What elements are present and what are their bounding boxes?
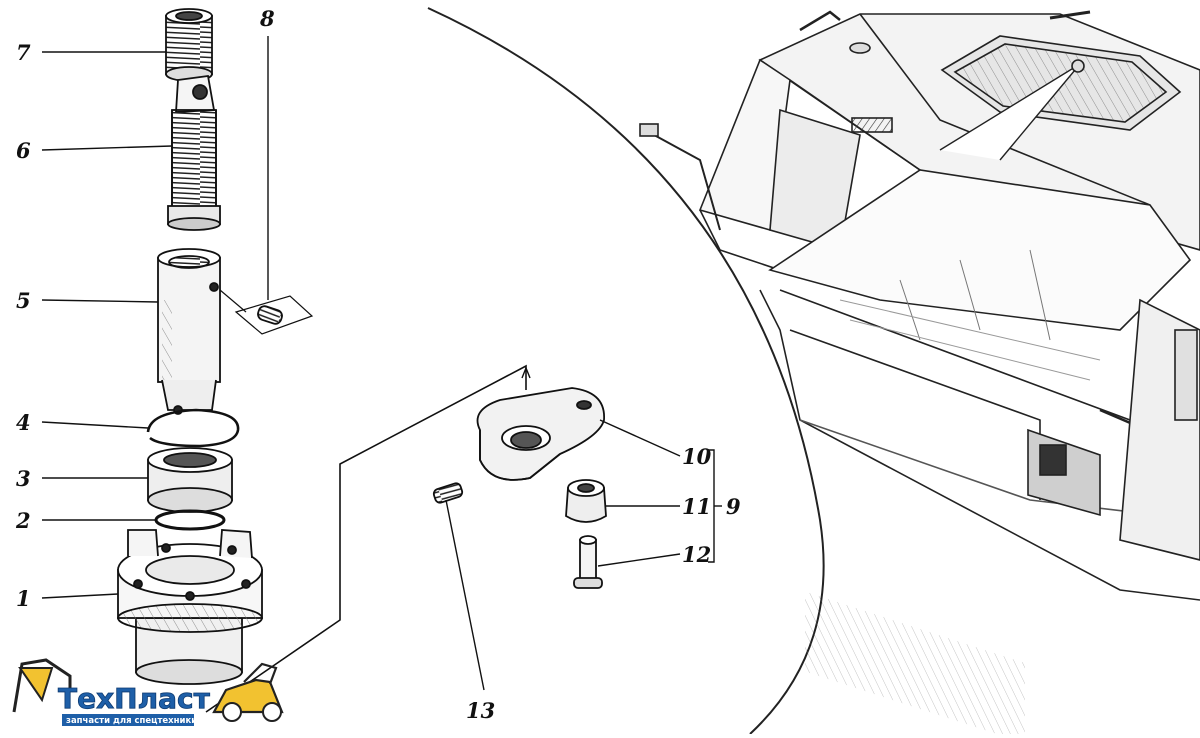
part-10-cam-plate xyxy=(476,387,605,481)
callout-1: 1 xyxy=(16,586,31,611)
part-12-pin xyxy=(573,535,603,589)
callout-leaders xyxy=(41,51,722,599)
part-5-sleeve xyxy=(157,248,221,415)
part-13-set-screw xyxy=(432,482,485,691)
part-11-bushing xyxy=(565,479,607,523)
assembly-leader-line xyxy=(205,364,527,713)
callout-11: 11 xyxy=(682,494,711,519)
part-7-threaded-nut xyxy=(165,8,213,82)
exploded-assembly xyxy=(117,8,314,685)
excavator-icon xyxy=(12,658,72,713)
part-4-split-ring xyxy=(146,408,240,448)
callout-12: 12 xyxy=(682,542,711,567)
callout-10: 10 xyxy=(682,444,712,469)
callout-13: 13 xyxy=(466,698,495,723)
logo-tagline: запчасти для спецтехники xyxy=(66,716,197,726)
callout-8: 8 xyxy=(259,6,275,31)
callout-7: 7 xyxy=(16,40,31,65)
part-8-set-screw xyxy=(219,36,314,335)
part-2-snap-ring xyxy=(154,509,226,531)
callout-2: 2 xyxy=(15,508,31,533)
brand-logo: ТехПласт запчасти для спецтехники xyxy=(12,658,284,726)
callout-6: 6 xyxy=(16,138,31,163)
callout-3: 3 xyxy=(16,466,31,491)
callout-9: 9 xyxy=(726,494,741,519)
cab-illustration xyxy=(427,7,1200,738)
callout-5: 5 xyxy=(16,288,31,313)
part-1-housing xyxy=(117,529,263,685)
part-6-threaded-bolt xyxy=(167,74,221,231)
logo-name: ТехПласт xyxy=(58,682,211,715)
small-parts xyxy=(432,387,607,691)
callout-4: 4 xyxy=(16,410,31,435)
part-3-bearing xyxy=(147,447,233,513)
callout-labels: 7 6 5 4 3 2 1 8 10 11 12 9 13 xyxy=(15,6,741,723)
